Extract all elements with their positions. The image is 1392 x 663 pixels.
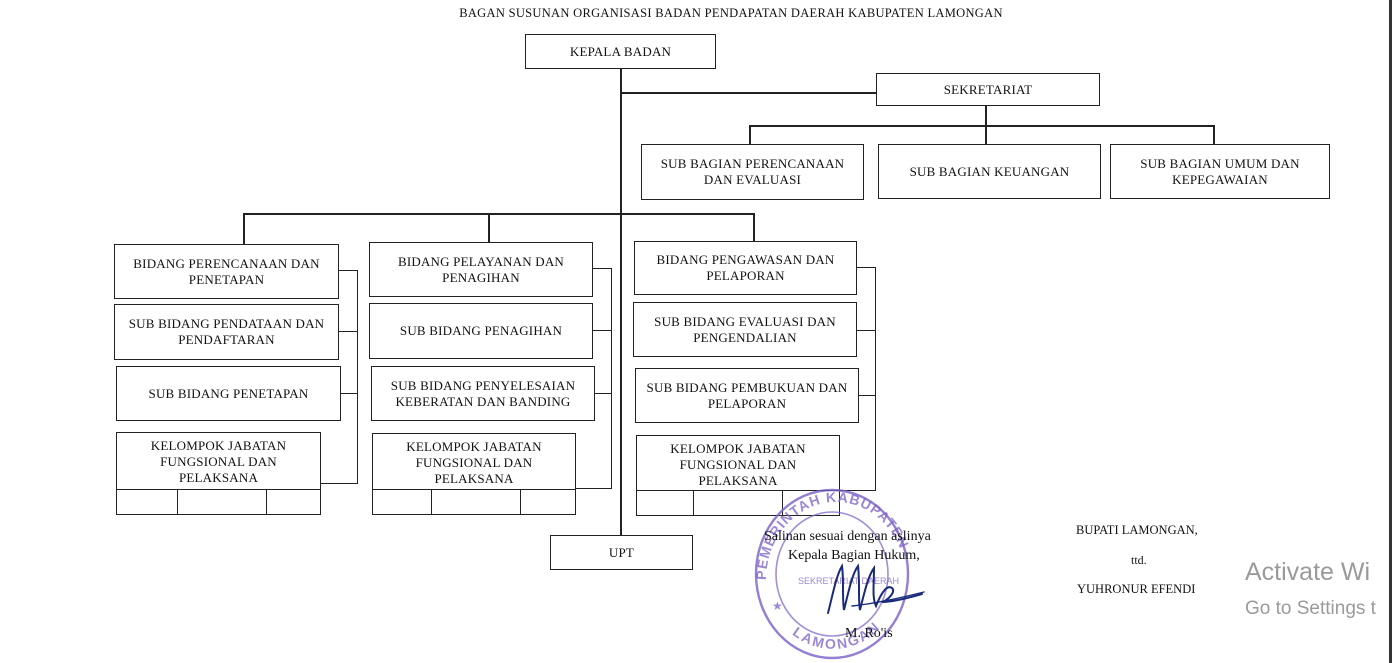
functional-group-label: KELOMPOK JABATAN FUNGSIONAL DAN PELAKSAN…	[150, 438, 287, 485]
sub-bagian-label: SUB BAGIAN UMUM DAN KEPEGAWAIAN	[1140, 155, 1300, 187]
certification-line2: Kepala Bagian Hukum,	[788, 548, 920, 563]
sub-bagian-box: SUB BAGIAN KEUANGAN	[878, 144, 1101, 199]
sub-division-label: SUB BIDANG PEMBUKUAN DAN PELAPORAN	[646, 379, 848, 411]
division-label: BIDANG PENGAWASAN DAN PELAPORAN	[656, 252, 835, 283]
sub-division-box: SUB BIDANG PEMBUKUAN DAN PELAPORAN	[635, 368, 859, 423]
sub-division-label: SUB BIDANG PENDATAAN DAN PENDAFTARAN	[128, 316, 325, 347]
functional-group-box: KELOMPOK JABATAN FUNGSIONAL DAN PELAKSAN…	[372, 433, 576, 515]
sub-bagian-box: SUB BAGIAN PERENCANAAN DAN EVALUASI	[641, 144, 864, 200]
secretariat-label: SEKRETARIAT	[943, 81, 1033, 97]
certification-name: M. Ro'is	[845, 626, 893, 641]
stamp-star-icon: ★	[772, 599, 783, 613]
sub-division-box: SUB BIDANG EVALUASI DAN PENGENDALIAN	[633, 302, 857, 357]
certification-line1: Salinan sesuai dengan aslinya	[764, 529, 931, 544]
sub-division-box: SUB BIDANG PENAGIHAN	[369, 303, 593, 359]
division-label: BIDANG PERENCANAAN DAN PENETAPAN	[133, 255, 320, 287]
chart-title: BAGAN SUSUNAN ORGANISASI BADAN PENDAPATA…	[459, 6, 1003, 20]
sub-division-label: SUB BIDANG EVALUASI DAN PENGENDALIAN	[654, 313, 836, 345]
head-label: KEPALA BADAN	[569, 43, 672, 59]
bupati-signed: ttd.	[1131, 553, 1147, 567]
activation-watermark-subtitle: Go to Settings t	[1245, 598, 1376, 619]
secretariat-box: SEKRETARIAT	[876, 73, 1100, 106]
functional-group-label: KELOMPOK JABATAN FUNGSIONAL DAN PELAKSAN…	[670, 441, 806, 488]
functional-group-cells	[373, 489, 575, 514]
official-stamp: PEMERINTAH KABUPATEN LAMONGAN SEKRETARIA…	[753, 489, 912, 660]
upt-box: UPT	[550, 535, 693, 570]
sub-division-label: SUB BIDANG PENYELESAIAN KEBERATAN DAN BA…	[390, 377, 576, 409]
head-box: KEPALA BADAN	[525, 34, 716, 69]
sub-division-box: SUB BIDANG PENYELESAIAN KEBERATAN DAN BA…	[371, 366, 595, 421]
functional-group-cells	[117, 489, 320, 514]
sub-division-label: SUB BIDANG PENAGIHAN	[399, 323, 563, 338]
handwritten-signature	[827, 563, 925, 614]
functional-group-label: KELOMPOK JABATAN FUNGSIONAL DAN PELAKSAN…	[406, 439, 542, 486]
stamp-center-text: SEKRETARIAT DAERAH	[798, 576, 899, 586]
functional-group-cells	[637, 490, 839, 515]
division-box: BIDANG PENGAWASAN DAN PELAPORAN	[634, 241, 857, 295]
division-box: BIDANG PELAYANAN DAN PENAGIHAN	[369, 242, 593, 297]
sub-division-label: SUB BIDANG PENETAPAN	[148, 385, 309, 401]
functional-group-box: KELOMPOK JABATAN FUNGSIONAL DAN PELAKSAN…	[116, 432, 321, 515]
sub-bagian-label: SUB BAGIAN PERENCANAAN DAN EVALUASI	[660, 156, 845, 187]
sub-division-box: SUB BIDANG PENDATAAN DAN PENDAFTARAN	[114, 304, 339, 360]
bupati-title: BUPATI LAMONGAN,	[1076, 523, 1198, 537]
sub-bagian-label: SUB BAGIAN KEUANGAN	[909, 163, 1070, 179]
division-label: BIDANG PELAYANAN DAN PENAGIHAN	[397, 253, 565, 285]
bupati-name: YUHRONUR EFENDI	[1077, 582, 1196, 596]
activation-watermark-title: Activate Wi	[1245, 558, 1371, 586]
sub-division-box: SUB BIDANG PENETAPAN	[116, 366, 341, 421]
sub-bagian-box: SUB BAGIAN UMUM DAN KEPEGAWAIAN	[1110, 144, 1330, 199]
division-box: BIDANG PERENCANAAN DAN PENETAPAN	[114, 244, 339, 299]
scan-edge	[1389, 0, 1392, 663]
upt-label: UPT	[608, 544, 635, 560]
functional-group-box: KELOMPOK JABATAN FUNGSIONAL DAN PELAKSAN…	[636, 435, 840, 516]
